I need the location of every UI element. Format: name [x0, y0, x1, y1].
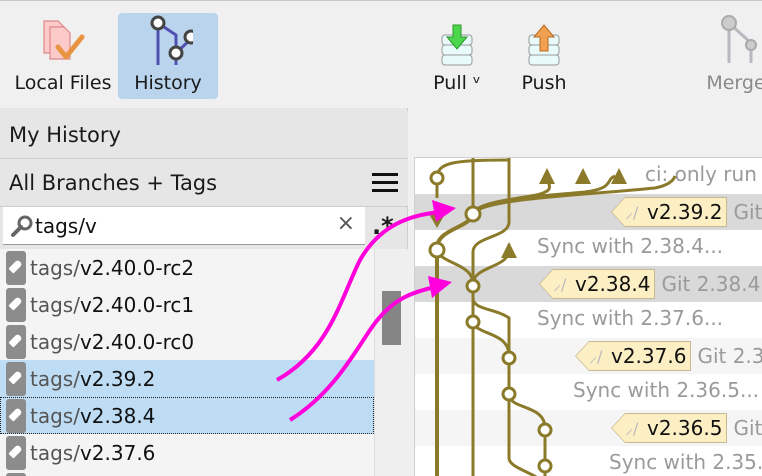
list-item[interactable] [0, 471, 374, 476]
pull-label: Pull ᵛ [433, 72, 481, 94]
tag-icon [6, 250, 26, 285]
merge-icon [711, 13, 761, 67]
commit-message: Git [733, 200, 762, 224]
all-branches-label: All Branches + Tags [9, 171, 218, 195]
push-label: Push [521, 72, 567, 94]
sidebar: My History All Branches + Tags × .* tags… [0, 108, 408, 476]
commit-row[interactable]: ⸝/v2.37.6 Git 2.3 [415, 338, 762, 374]
branch-list-scrollbar[interactable] [374, 249, 408, 476]
commit-message: Sync with 2.35. [609, 450, 762, 474]
list-item[interactable]: tags/v2.40.0-rc1 [0, 286, 374, 323]
push-icon [526, 13, 562, 67]
list-item-selected-focused[interactable]: tags/v2.38.4 [0, 397, 374, 434]
merge-label: Merge [706, 72, 762, 94]
local-files-button[interactable]: Local Files [10, 13, 116, 99]
tag-icon: ⸝/ [625, 203, 639, 222]
list-item[interactable]: tags/v2.40.0-rc2 [0, 249, 374, 286]
history-icon [143, 13, 193, 67]
tag-badge: ⸝/v2.39.2 Git [611, 197, 762, 227]
tag-icon [6, 287, 26, 322]
push-button[interactable]: Push [514, 13, 574, 99]
tag-badge: ⸝/v2.38.4 Git 2.38.4. [539, 269, 762, 299]
history-button[interactable]: History [118, 13, 218, 99]
pull-icon [439, 13, 475, 67]
commit-row[interactable]: Sync with 2.36.5... [415, 374, 762, 410]
tag-icon [6, 398, 26, 433]
regex-toggle[interactable]: .* [372, 212, 394, 240]
tag-badge: ⸝/v2.36.5 Git [611, 413, 762, 443]
tag-icon: ⸝/ [589, 347, 603, 366]
commit-message: Git [733, 416, 762, 440]
merge-button[interactable]: Merge [696, 13, 762, 99]
tag-badge: ⸝/v2.37.6 Git 2.3 [575, 341, 762, 371]
commit-message: Git 2.3 [697, 344, 762, 368]
hamburger-menu-icon[interactable] [372, 173, 398, 193]
commit-row[interactable]: ⸝/v2.38.4 Git 2.38.4. [415, 266, 762, 302]
list-item[interactable]: tags/v2.40.0-rc0 [0, 323, 374, 360]
my-history-header[interactable]: My History [0, 111, 408, 159]
history-label: History [134, 72, 202, 94]
local-files-icon [38, 13, 88, 67]
commit-message: Sync with 2.37.6... [537, 306, 724, 330]
commit-message: Sync with 2.38.4... [537, 234, 724, 258]
branch-list: tags/v2.40.0-rc2 tags/v2.40.0-rc1 tags/v… [0, 249, 374, 476]
branch-filter-input[interactable] [35, 210, 325, 242]
local-files-label: Local Files [14, 72, 112, 94]
pull-button[interactable]: Pull ᵛ [424, 13, 490, 99]
toolbar: Local Files History Pull ᵛ [0, 0, 762, 108]
list-item[interactable]: tags/v2.37.6 [0, 434, 374, 471]
tag-icon [6, 361, 26, 396]
commit-row[interactable]: ci: only run [415, 158, 762, 194]
tag-icon: ⸝/ [553, 275, 567, 294]
list-item-selected[interactable]: tags/v2.39.2 [0, 360, 374, 397]
tag-icon: ⸝/ [625, 419, 639, 438]
commit-row[interactable]: Sync with 2.35. [415, 446, 762, 476]
history-graph: ci: only run ⸝/v2.39.2 Git Sync with 2.3… [414, 157, 762, 476]
commit-message: Git 2.38.4. [661, 272, 762, 296]
branch-filter: × [3, 207, 365, 245]
all-branches-header[interactable]: All Branches + Tags [0, 159, 408, 207]
commit-message: Sync with 2.36.5... [573, 378, 760, 402]
tag-icon [6, 324, 26, 359]
scrollbar-thumb[interactable] [382, 291, 401, 345]
search-icon [11, 215, 33, 241]
tag-icon [6, 435, 26, 470]
commit-row[interactable]: ⸝/v2.36.5 Git [415, 410, 762, 446]
commit-row[interactable]: ⸝/v2.39.2 Git [415, 194, 762, 230]
commit-message: ci: only run [645, 162, 757, 186]
commit-row[interactable]: Sync with 2.38.4... [415, 230, 762, 266]
commit-row[interactable]: Sync with 2.37.6... [415, 302, 762, 338]
tag-icon [6, 472, 26, 476]
clear-search-icon[interactable]: × [336, 211, 355, 236]
